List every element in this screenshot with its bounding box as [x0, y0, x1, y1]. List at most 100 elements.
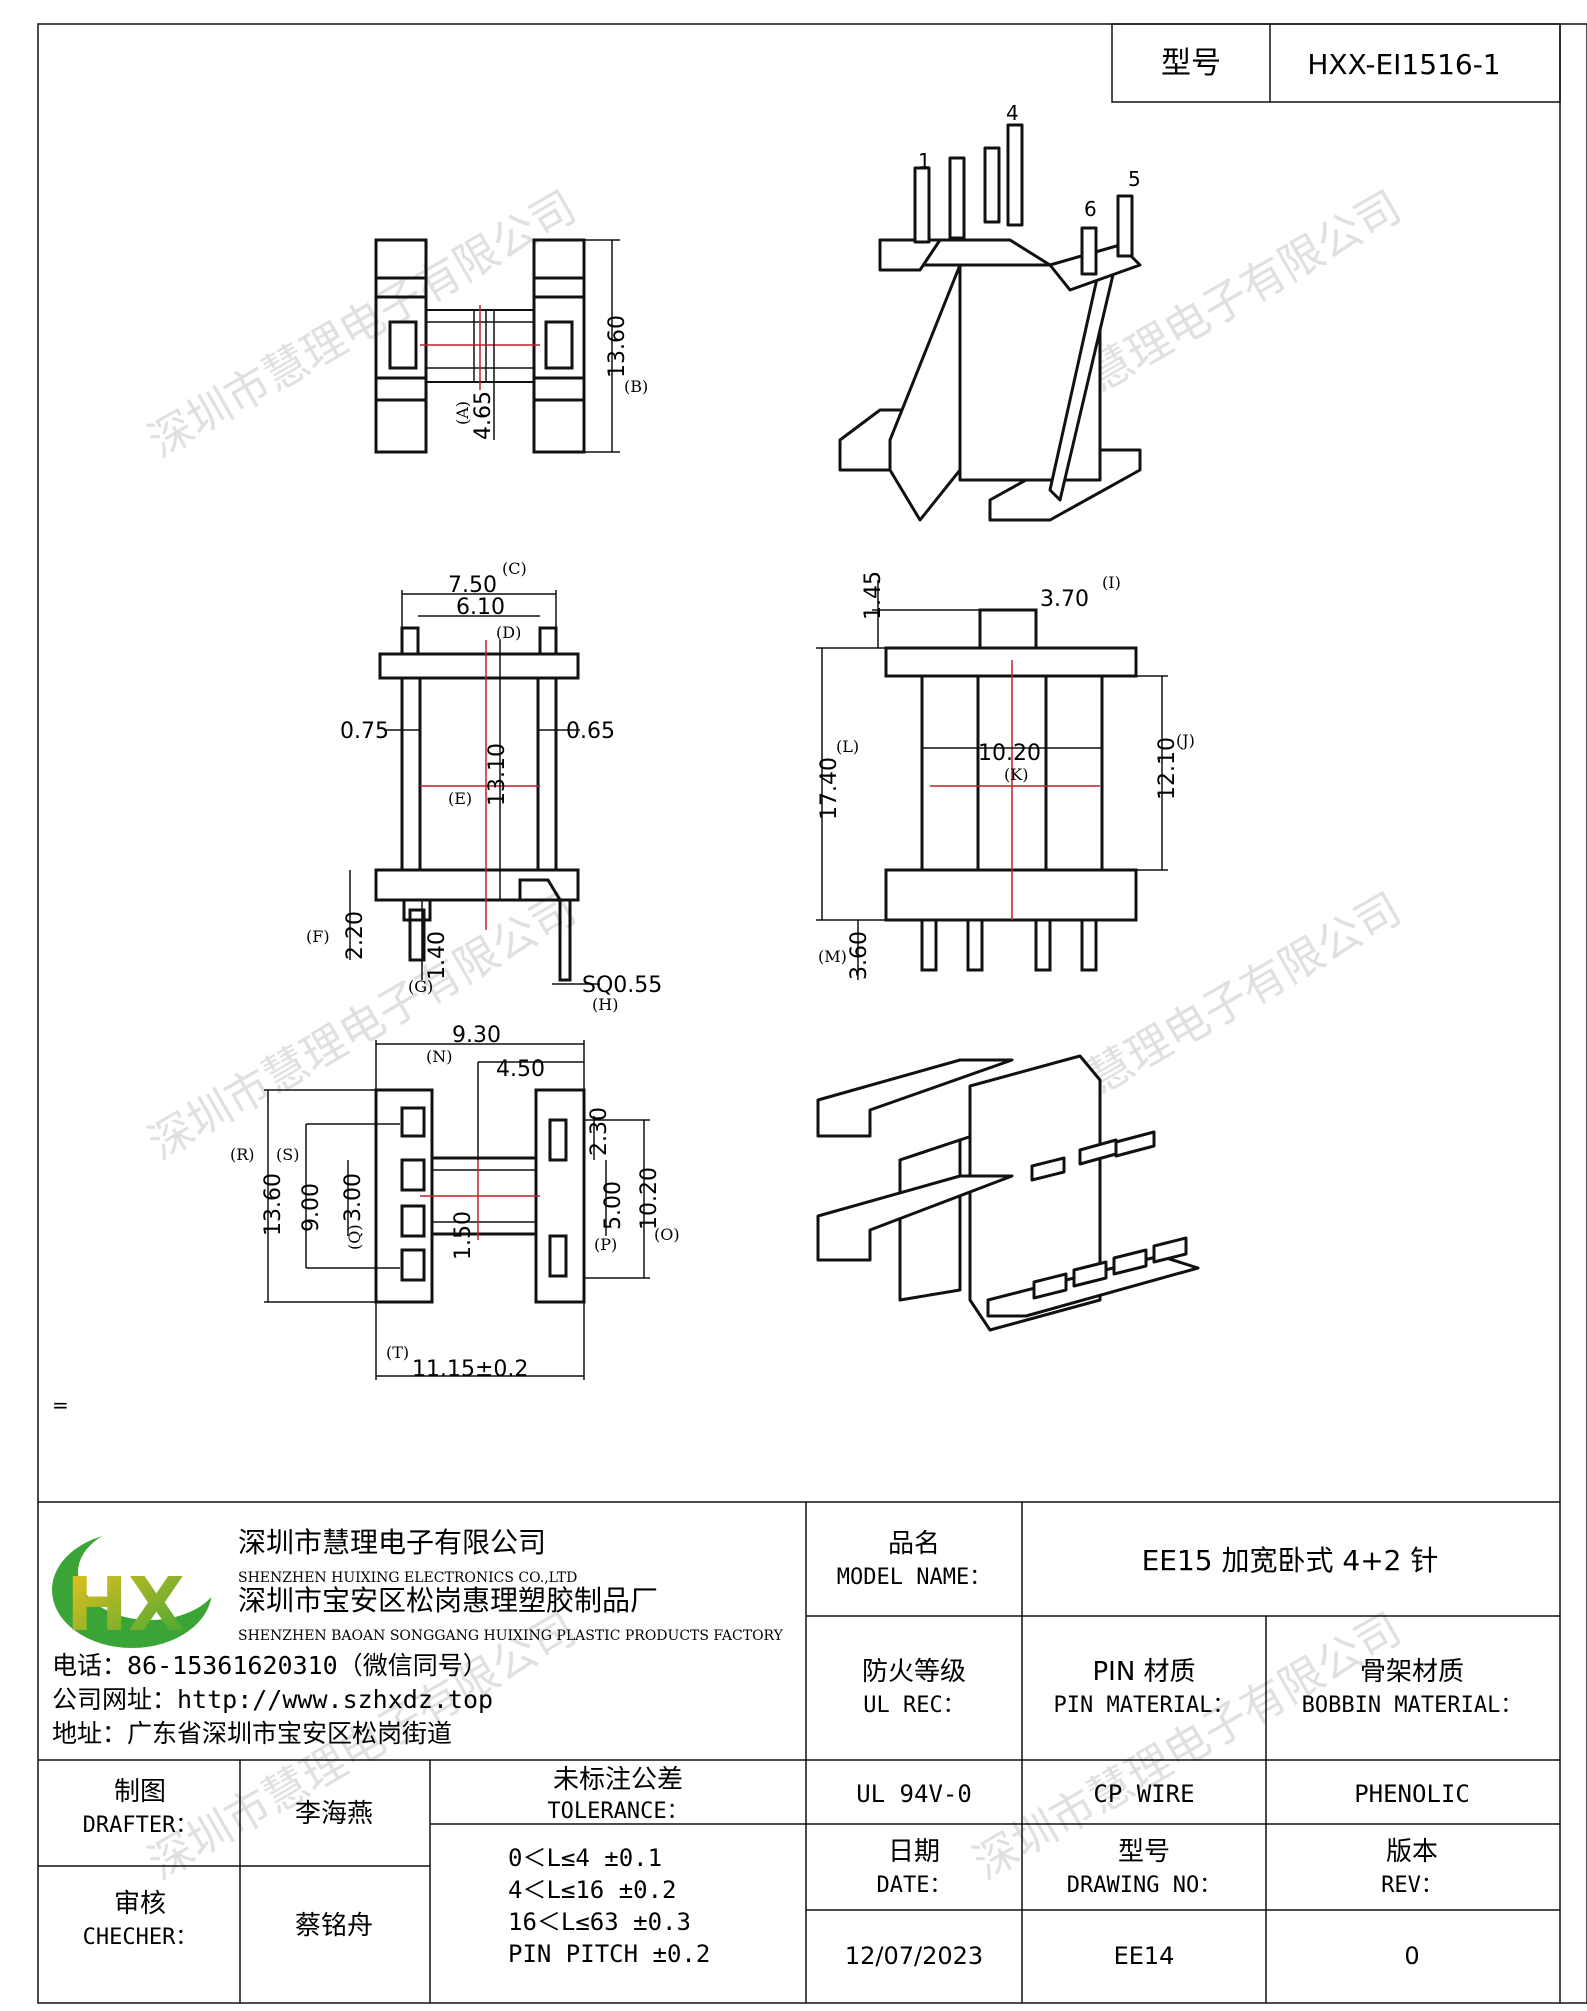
checker-label-en: CHECHER： [83, 1925, 198, 1950]
side-dim-m-tag: (M) [818, 947, 847, 966]
front-view-centerlines [420, 640, 540, 930]
drafter-value: 李海燕 [295, 1799, 373, 1829]
rev-label-en: REV： [1381, 1873, 1443, 1898]
factory-name-en: SHENZHEN BAOAN SONGGANG HUIXING PLASTIC … [238, 1628, 784, 1644]
top-view-dim-a: 4.65 [471, 391, 496, 440]
bottom-dim-r-tag: (R) [230, 1145, 255, 1164]
tolerance-line: PIN PITCH ±0.2 [508, 1940, 710, 1968]
front-dim-e: 13.10 [485, 743, 510, 806]
drawing-no-label-cn: 型号 [1118, 1837, 1170, 1867]
front-dim-h: SQ0.55 [582, 973, 662, 998]
checker-value: 蔡铭舟 [295, 1911, 373, 1941]
bobbin-material-label-en: BOBBIN MATERIAL： [1302, 1693, 1523, 1718]
front-dim-left: 0.75 [340, 719, 389, 744]
front-dim-g: 1.40 [425, 931, 450, 980]
date-label-en: DATE： [877, 1873, 952, 1898]
front-view-dim-lines [349, 590, 600, 985]
top-view-dim-b-tag: (B) [624, 377, 648, 396]
front-dim-d-tag: (D) [496, 623, 521, 642]
side-dim-k-tag: (K) [1004, 765, 1028, 784]
front-dim-f: 2.20 [343, 911, 368, 960]
bottom-dim-p-tag: (P) [594, 1235, 617, 1254]
side-dim-j-tag: (J) [1176, 731, 1195, 750]
model-name-value: EE15 加宽卧式 4+2 针 [1142, 1544, 1439, 1577]
side-dim-k: 10.20 [978, 741, 1041, 766]
bottom-dim-t: 11.15±0.2 [412, 1357, 528, 1382]
side-dim-l: 17.40 [817, 757, 842, 820]
bottom-dim-1020-tag: (O) [654, 1225, 680, 1244]
model-header-value: HXX-EI1516-1 [1307, 48, 1500, 81]
bottom-view-dim-lines [264, 1040, 650, 1380]
factory-name-cn: 深圳市宝安区松岗惠理塑胶制品厂 [238, 1584, 658, 1617]
bottom-dim-230: 2.30 [587, 1107, 612, 1156]
logo-text: HX [66, 1562, 185, 1648]
front-dim-right: 0.65 [566, 719, 615, 744]
front-dim-c-tag: (C) [502, 559, 527, 578]
company-address: 地址：广东省深圳市宝安区松岗街道 [52, 1719, 452, 1748]
bottom-dim-n-tag: (N) [426, 1047, 452, 1066]
iso-view-lower [816, 1054, 1200, 1332]
bottom-dim-q: 3.00 [341, 1173, 366, 1222]
pin-label-1: 1 [918, 149, 931, 173]
bottom-dim-1020: 10.20 [637, 1167, 662, 1230]
company-name-cn: 深圳市慧理电子有限公司 [238, 1526, 546, 1559]
front-dim-g-tag: (G) [408, 977, 433, 996]
side-view-centerlines [930, 660, 1100, 920]
bottom-dim-n: 9.30 [452, 1023, 501, 1048]
drawing-no-value: EE14 [1114, 1942, 1175, 1970]
pin-material-label-en: PIN MATERIAL： [1054, 1693, 1235, 1718]
tolerance-line: 16＜L≤63 ±0.3 [508, 1908, 691, 1936]
drawing-no-label-en: DRAWING NO： [1067, 1873, 1221, 1898]
tolerance-label-en: TOLERANCE： [547, 1799, 688, 1824]
ul-label-cn: 防火等级 [862, 1657, 966, 1687]
model-header-label: 型号 [1161, 46, 1221, 81]
side-dim-i-tag: (I) [1102, 573, 1121, 592]
bobbin-material-value: PHENOLIC [1354, 1780, 1470, 1808]
company-name-en: SHENZHEN HUIXING ELECTRONICS CO.,LTD [238, 1570, 577, 1586]
watermark-text: 深圳市慧理电子有限公司 [965, 1603, 1410, 1889]
checker-label-cn: 审核 [114, 1889, 166, 1919]
side-view [884, 608, 1138, 972]
bottom-dim-q-tag: (Q) [345, 1224, 364, 1250]
watermark-text: 深圳市慧理电子有限公司 [140, 181, 585, 467]
side-dim-i: 3.70 [1040, 587, 1089, 612]
front-dim-h-tag: (H) [592, 995, 618, 1014]
ul-value: UL 94V-0 [856, 1780, 972, 1808]
drafter-label-cn: 制图 [114, 1777, 166, 1807]
front-dim-f-tag: (F) [306, 927, 330, 946]
bobbin-material-label-cn: 骨架材质 [1360, 1657, 1464, 1687]
company-website: 公司网址：http://www.szhxdz.top [52, 1685, 493, 1714]
model-name-label-cn: 品名 [888, 1529, 940, 1559]
company-logo: HX [52, 1524, 222, 1648]
pin-material-label-cn: PIN 材质 [1092, 1657, 1195, 1687]
bottom-dim-p: 5.00 [601, 1181, 626, 1230]
rev-label-cn: 版本 [1386, 1837, 1438, 1867]
date-label-cn: 日期 [888, 1837, 940, 1867]
front-dim-e-tag: (E) [448, 789, 472, 808]
side-dim-top: 1.45 [861, 571, 886, 620]
top-view-dim-a-tag: (A) [453, 401, 472, 425]
bottom-dim-s: 9.00 [299, 1183, 324, 1232]
pin-label-5: 5 [1128, 167, 1141, 191]
pin-label-6: 6 [1084, 197, 1097, 221]
model-name-label-en: MODEL NAME： [837, 1565, 991, 1590]
bottom-dim-r: 13.60 [261, 1173, 286, 1236]
company-phone: 电话：86-15361620310（微信同号） [52, 1651, 488, 1680]
side-dim-j: 12.10 [1155, 737, 1180, 800]
sheet-border [37, 23, 1587, 2004]
side-dim-l-tag: (L) [836, 737, 859, 756]
ul-label-en: UL REC： [863, 1693, 964, 1718]
drafter-label-en: DRAFTER： [83, 1813, 198, 1838]
pin-material-value: CP WIRE [1093, 1780, 1194, 1808]
stray-mark: = [52, 1393, 69, 1417]
side-dim-m: 3.60 [847, 931, 872, 980]
rev-value: 0 [1404, 1942, 1419, 1970]
front-dim-d: 6.10 [456, 595, 505, 620]
bottom-view-centerlines [420, 1160, 540, 1240]
side-view-dim-lines [816, 580, 1168, 980]
tolerance-label-cn: 未标注公差 [553, 1765, 683, 1795]
tolerance-line: 4＜L≤16 ±0.2 [508, 1876, 677, 1904]
bottom-view [374, 1088, 586, 1304]
bottom-dim-s-tag: (S) [276, 1145, 299, 1164]
